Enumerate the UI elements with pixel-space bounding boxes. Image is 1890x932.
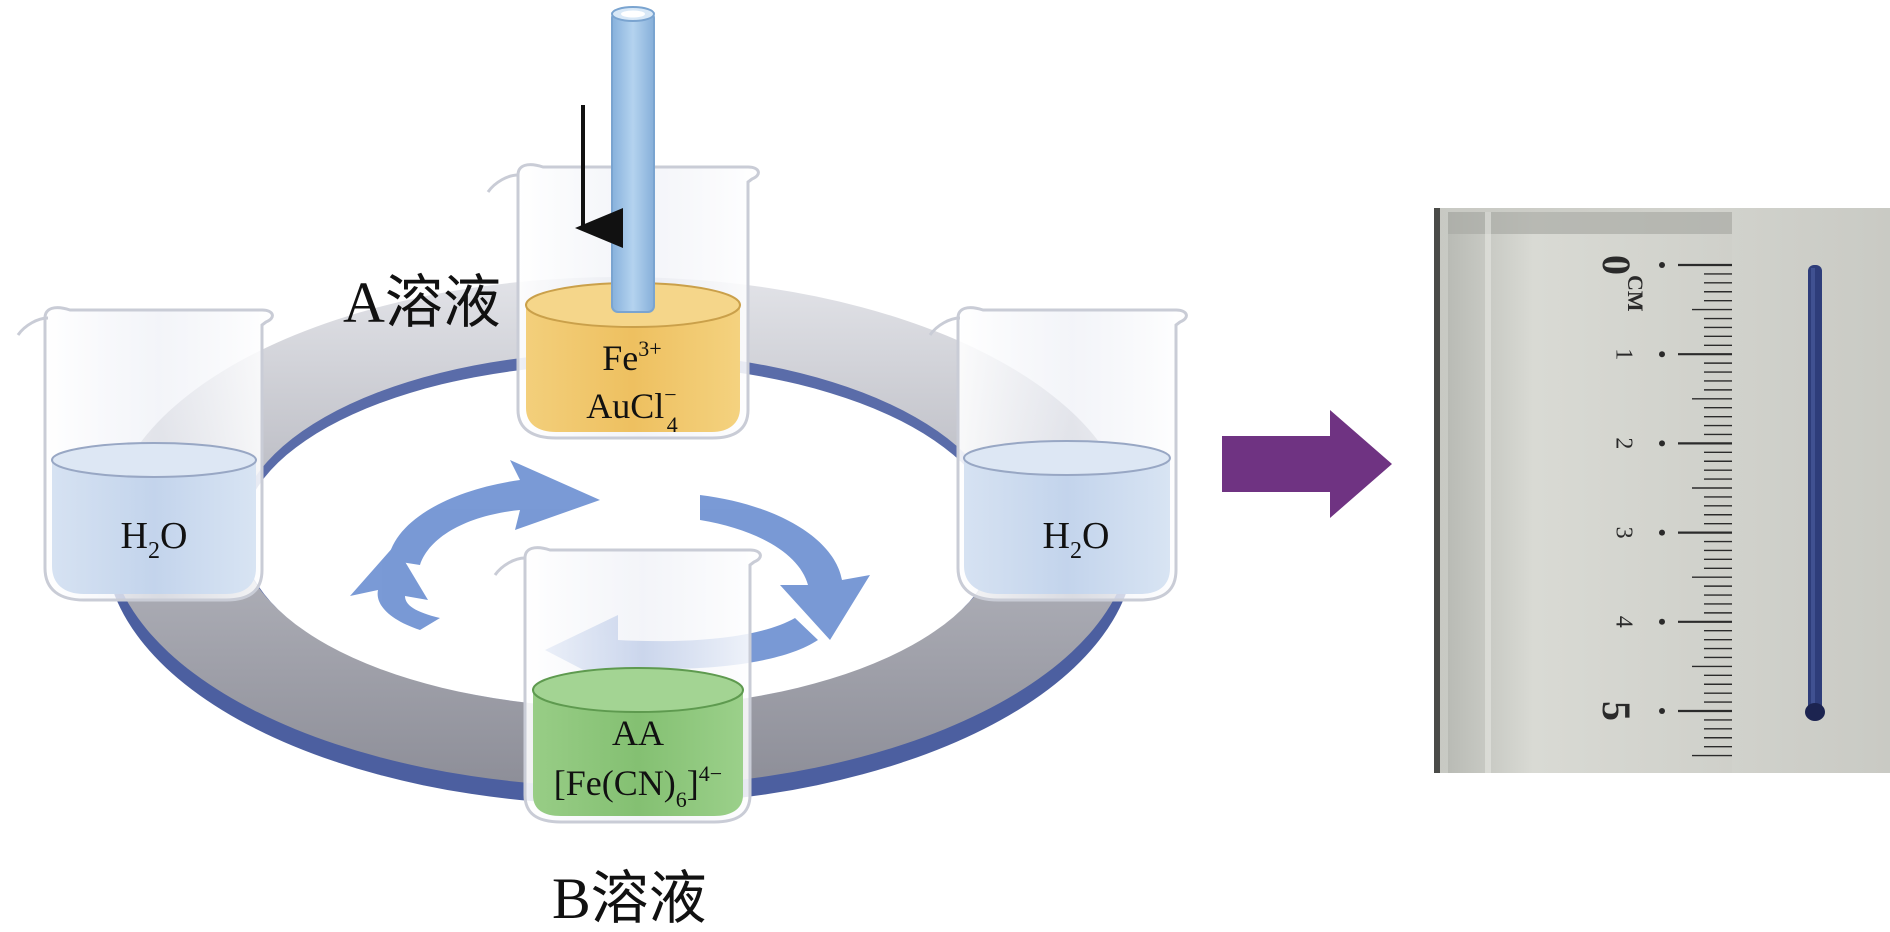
beaker-right <box>928 306 1188 602</box>
ruler: 0 1 2 3 4 5 CM <box>1448 212 1732 773</box>
beaker-bottom-line1: AA <box>612 713 664 753</box>
beaker-top-line2: AuCl−4 <box>586 382 677 437</box>
ruler-dot <box>1659 618 1665 625</box>
ruler-dot <box>1659 708 1665 714</box>
ruler-number: 2 <box>1610 437 1636 449</box>
rotation-arrow-top <box>388 460 600 565</box>
ruler-ticks <box>1678 263 1732 757</box>
beaker-left-label: H2O <box>121 515 188 564</box>
ruler-dot <box>1659 262 1665 268</box>
ruler-dot <box>1659 351 1665 358</box>
fiber <box>1805 265 1825 721</box>
ruler-numbers: 0 1 2 3 4 5 <box>1594 255 1665 721</box>
ruler-number: 5 <box>1594 701 1639 721</box>
fiber-photo: 0 1 2 3 4 5 CM <box>1434 208 1890 773</box>
rotation-arrow-right <box>700 495 870 640</box>
solution-a-label: A溶液 <box>343 270 501 335</box>
beaker-bottom-line2: [Fe(CN)6]4− <box>554 761 722 812</box>
beaker-right-label: H2O <box>1043 515 1110 564</box>
glass-rod <box>611 6 655 313</box>
beaker-bottom <box>493 546 762 824</box>
beaker-left <box>16 306 274 602</box>
process-arrow <box>1222 410 1392 518</box>
ruler-unit: CM <box>1623 275 1648 312</box>
ruler-dot <box>1659 440 1665 447</box>
beaker-top-line1: Fe3+ <box>602 336 661 378</box>
ruler-number: 4 <box>1610 616 1636 628</box>
ruler-dot <box>1659 529 1665 536</box>
ruler-number: 0 <box>1594 255 1639 275</box>
rotation-arrow-left <box>350 545 440 630</box>
ruler-number: 1 <box>1610 348 1636 360</box>
ruler-number: 3 <box>1610 527 1636 539</box>
solution-b-label: B溶液 <box>552 866 707 931</box>
